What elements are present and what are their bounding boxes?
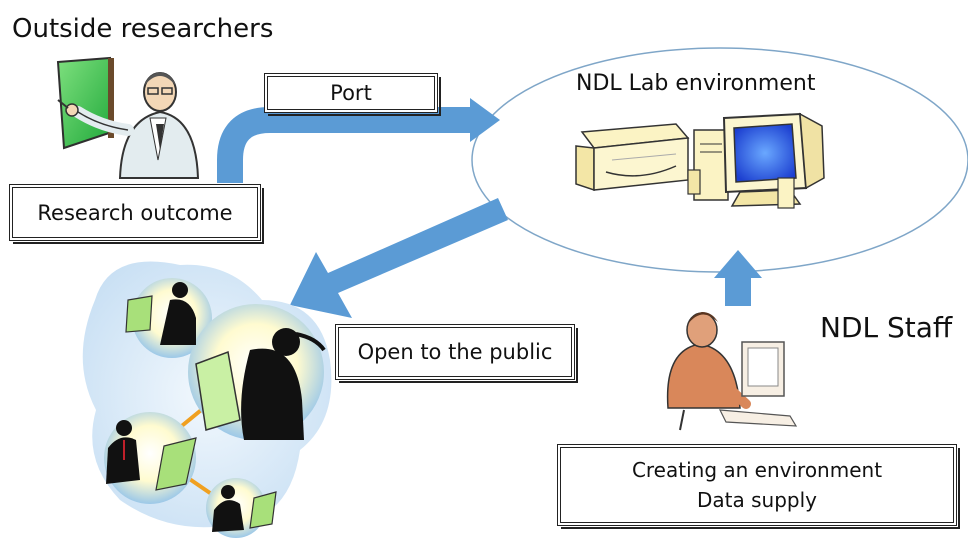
lab-environment-label: NDL Lab environment [576,71,816,96]
port-arrow [217,98,500,183]
research-outcome-label: Research outcome [37,200,233,225]
open-to-public-label: Open to the public [357,340,553,364]
port-label-box: Port [264,73,441,116]
staff-task-creating-environment: Creating an environment [631,458,883,482]
ndl-staff-label: NDL Staff [820,311,953,344]
office-worker-icon [666,312,798,431]
port-label: Port [330,81,372,105]
publish-arrow [290,198,508,318]
staff-arrow [714,250,762,306]
presenter-icon [56,56,200,179]
disk-drive-icon [575,123,690,192]
staff-tasks-box: Creating an environment Data supply [557,444,960,529]
outside-researchers-label: Outside researchers [12,14,274,44]
desktop-computer-icon [687,112,825,209]
staff-task-data-supply: Data supply [697,488,817,512]
research-outcome-box: Research outcome [9,184,264,244]
networked-users-icon [82,261,332,538]
open-to-public-box: Open to the public [335,324,578,383]
